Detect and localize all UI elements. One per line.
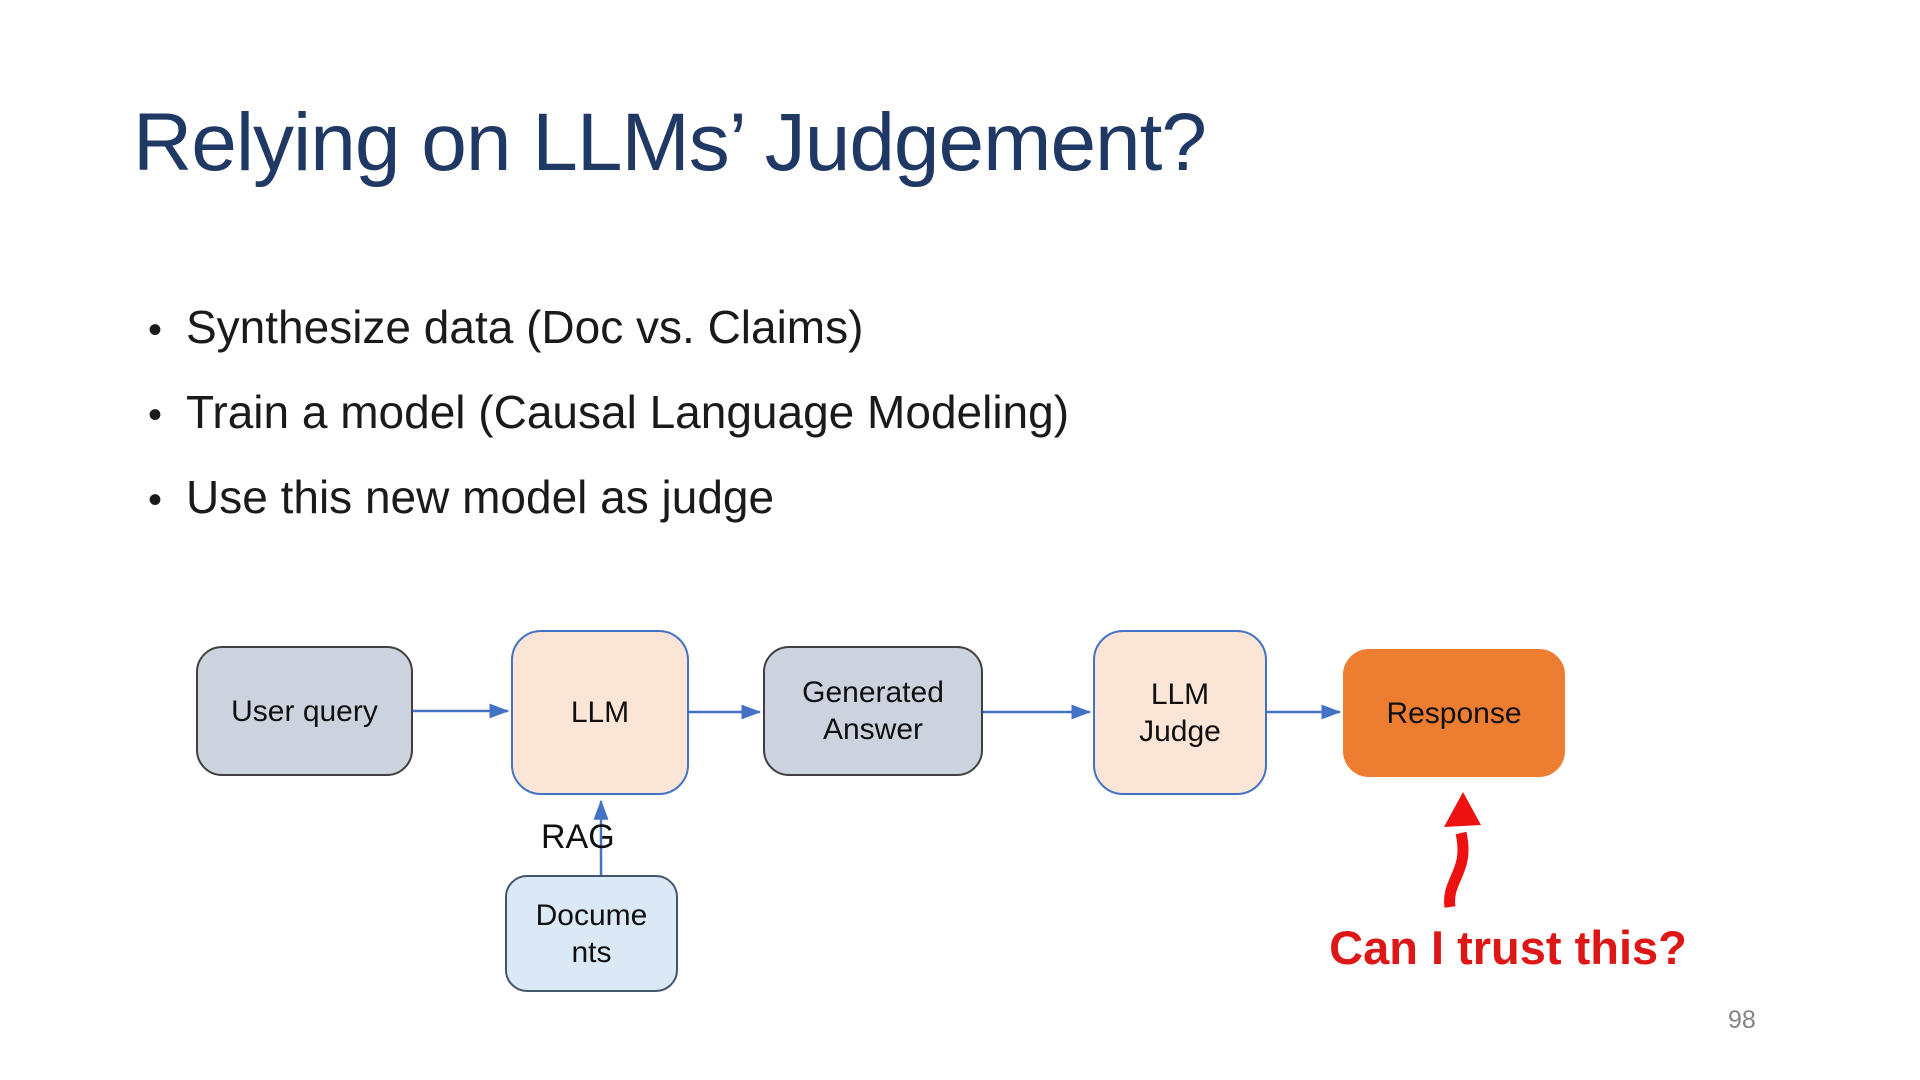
diagram-node-llm: LLM — [511, 630, 689, 795]
node-label-response: Response — [1386, 696, 1522, 730]
diagram-node-generated-answer: Generated Answer — [763, 646, 983, 776]
page-number: 98 — [1728, 1006, 1756, 1034]
node-label-user-query: User query — [231, 694, 378, 728]
bullet-item: Use this new model as judge — [148, 456, 1069, 541]
diagram-node-user-query: User query — [196, 646, 413, 776]
diagram-node-documents: Docume nts — [505, 875, 678, 992]
bullet-item: Synthesize data (Doc vs. Claims) — [148, 286, 1069, 371]
node-label-generated-answer: Generated Answer — [802, 676, 944, 746]
bullet-item: Train a model (Causal Language Modeling) — [148, 371, 1069, 456]
bullet-list: Synthesize data (Doc vs. Claims) Train a… — [148, 286, 1069, 541]
trust-annotation: Can I trust this? — [1329, 921, 1687, 974]
node-label-llm: LLM — [570, 696, 630, 729]
node-label-documents: Docume nts — [535, 898, 648, 969]
diagram-node-llm-judge: LLM Judge — [1093, 630, 1267, 795]
slide-title: Relying on LLMs’ Judgement? — [133, 97, 1207, 188]
diagram-node-response: Response — [1343, 649, 1565, 777]
node-label-llm-judge: LLM Judge — [1139, 677, 1221, 748]
red-emphasis-arrow — [1444, 831, 1469, 908]
red-emphasis-arrowhead — [1444, 792, 1481, 827]
rag-edge-label: RAG — [541, 818, 615, 856]
